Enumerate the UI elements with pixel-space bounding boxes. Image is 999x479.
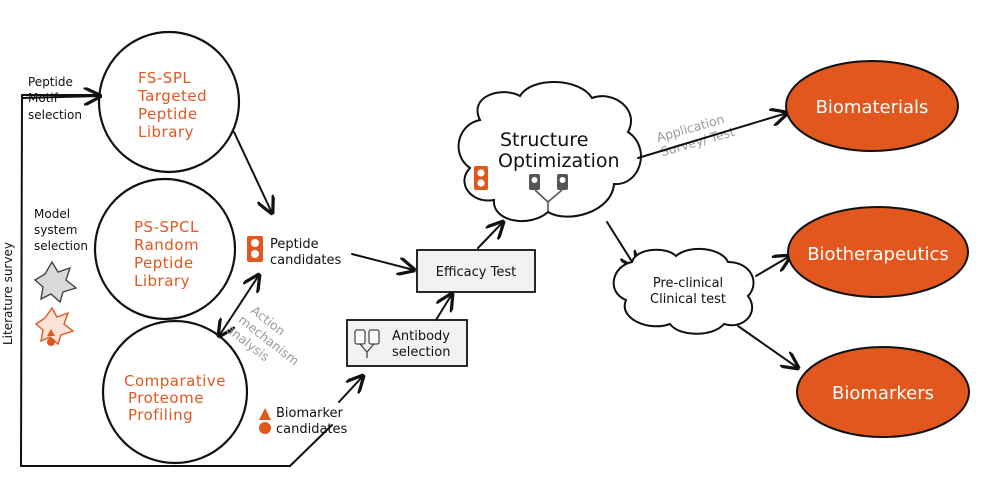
fs-spl-line3: Peptide [138, 105, 198, 123]
model-system-line1: Model [34, 207, 70, 221]
proteome-line1: Comparative [124, 372, 226, 390]
literature-bracket [20, 94, 333, 467]
arrow-preclinical-to-biomarkers [737, 325, 798, 368]
preclinical-line2: Clinical test [650, 292, 726, 307]
ps-spcl-line3: Peptide [134, 254, 194, 272]
arrow-proteome-action [219, 275, 259, 336]
antibody-line1: Antibody [392, 329, 450, 344]
peptide-candidates-line2: candidates [270, 253, 342, 268]
ps-spcl-line2: Random [134, 236, 199, 254]
antibody-line2: selection [392, 345, 450, 360]
arrow-to-fs-spl [21, 96, 100, 98]
biomaterials-oval [785, 60, 959, 152]
ps-spcl-circle [93, 177, 237, 321]
fs-spl-line2: Targeted [137, 87, 207, 105]
preclinical-cloud [612, 247, 755, 335]
structure-antibody-icon [529, 174, 568, 211]
efficacy-test-box [416, 249, 536, 293]
ps-spcl-line1: PS-SPCL [134, 218, 199, 236]
peptide-motif-line3: selection [28, 108, 82, 122]
arrow-structure-to-preclinical [606, 221, 636, 268]
proteome-line2: Proteome [128, 389, 204, 407]
biomarkers-label: Biomarkers [832, 383, 934, 404]
peptide-motif-line2: Motif [28, 91, 59, 105]
biomarker-line2: candidates [276, 422, 348, 437]
antibody-selection-box [346, 319, 468, 367]
biomarker-circle-icon [259, 422, 271, 434]
structure-line2: Optimization [498, 150, 620, 172]
biotherapeutics-oval [787, 206, 969, 298]
arrow-biomarker-to-antibody [338, 376, 363, 403]
preclinical-line1: Pre-clinical [653, 276, 723, 291]
biomaterials-label: Biomaterials [816, 97, 929, 118]
arrow-fs-to-peptide [233, 131, 272, 213]
fs-spl-circle [97, 30, 241, 174]
model-system-orange-icon [34, 306, 75, 346]
model-system-gray-icon [33, 260, 78, 304]
structure-peptide-dot1 [477, 169, 485, 177]
ps-spcl-line4: Library [134, 272, 190, 290]
arrow-antibody-to-efficacy [435, 294, 452, 321]
antibody-icon [354, 329, 380, 358]
biotherapeutics-label: Biotherapeutics [807, 244, 949, 265]
efficacy-test-label: Efficacy Test [436, 265, 516, 280]
arrow-peptide-to-efficacy [351, 253, 414, 270]
proteome-line3: Profiling [128, 406, 193, 424]
model-system-line2: system [34, 223, 77, 237]
peptide-motif-line1: Peptide [28, 75, 73, 89]
arrow-preclinical-to-biotherapeutics [755, 256, 790, 277]
literature-survey-label: Literature survey [1, 242, 15, 345]
biomarkers-oval [796, 346, 970, 438]
peptide-icon-dot2 [251, 250, 259, 258]
structure-peptide-icon [474, 166, 488, 190]
biomarker-triangle-icon [259, 408, 271, 420]
application-label: Application Survey/ Test [655, 111, 737, 159]
structure-peptide-dot2 [477, 179, 485, 187]
peptide-icon [247, 236, 263, 262]
peptide-icon-dot1 [251, 239, 259, 247]
peptide-candidates-line1: Peptide [270, 237, 319, 252]
arrow-efficacy-to-structure [477, 222, 503, 249]
structure-optimization-cloud [457, 81, 642, 223]
structure-line1: Structure [500, 129, 588, 151]
fs-spl-line4: Library [138, 123, 194, 141]
biomarker-line1: Biomarker [276, 406, 344, 421]
proteome-circle [101, 319, 249, 465]
arrow-structure-to-biomaterials [637, 113, 787, 159]
fs-spl-line1: FS-SPL [138, 69, 191, 87]
biomarker-mini-dot [47, 338, 55, 346]
biomarker-mini-icon [47, 329, 55, 336]
model-system-line3: selection [34, 239, 88, 253]
